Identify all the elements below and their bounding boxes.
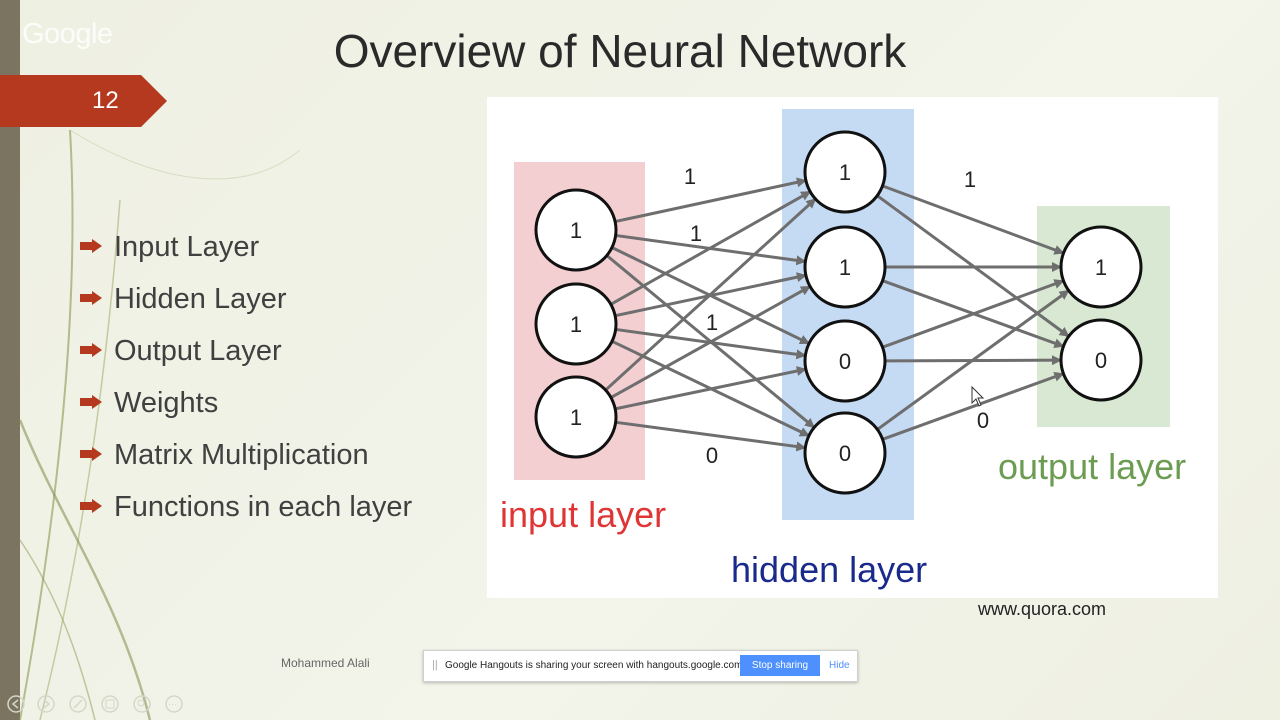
connection-arrow: [614, 366, 807, 411]
screen-share-bar: || Google Hangouts is sharing your scree…: [423, 650, 858, 682]
weight-label: 1: [690, 221, 702, 246]
bullet-text: Output Layer: [114, 335, 282, 367]
pen-icon[interactable]: [69, 695, 87, 713]
bullet-item: Functions in each layer: [80, 488, 460, 526]
connection-arrow: [881, 184, 1065, 255]
node-value: 1: [570, 218, 582, 243]
left-decor-strip: [0, 0, 20, 720]
slide-number: 12: [92, 87, 119, 114]
prev-slide-icon[interactable]: [7, 695, 25, 713]
author-footer: Mohammed Alali: [281, 656, 370, 670]
bullet-arrow-icon: [80, 343, 102, 357]
leaf-decoration: [18, 129, 300, 720]
google-logo: Google: [22, 18, 113, 50]
input-node: 1: [534, 282, 618, 366]
weight-label: 1: [706, 310, 718, 335]
node-value: 0: [839, 349, 851, 374]
input-node: 1: [534, 188, 618, 272]
connection-arrow: [604, 198, 817, 392]
node-value: 1: [839, 255, 851, 280]
more-options-icon[interactable]: ···: [165, 695, 183, 713]
mouse-cursor-icon: [971, 385, 985, 407]
connection-arrow: [610, 285, 811, 399]
hidden-node: 0: [803, 411, 887, 495]
bullet-arrow-icon: [80, 239, 102, 253]
bullet-item: Input Layer: [80, 228, 460, 266]
output-layer-label: output layer: [998, 446, 1186, 487]
slide-number-tab: 12: [0, 75, 167, 127]
bullet-text: Weights: [114, 387, 219, 419]
bullet-arrow-icon: [80, 499, 102, 513]
node-value: 0: [1095, 348, 1107, 373]
connection-arrow: [882, 372, 1065, 441]
next-slide-icon[interactable]: [37, 695, 55, 713]
connection-arrow: [615, 420, 807, 452]
bullet-item: Output Layer: [80, 332, 460, 370]
neural-network-diagram: 1 1 1 1 1 0 0 1 0 1 1 1 0 1 0 input layer hidden laye…: [487, 97, 1218, 598]
input-layer-label: input layer: [500, 494, 666, 535]
stop-sharing-button[interactable]: Stop sharing: [740, 655, 820, 676]
image-source: www.quora.com: [978, 599, 1107, 619]
node-value: 0: [839, 441, 851, 466]
weight-label: 0: [706, 443, 718, 468]
bullet-arrow-icon: [80, 291, 102, 305]
bullet-text: Matrix Multiplication: [114, 439, 369, 471]
slideshow-controls: ···: [7, 695, 183, 713]
hidden-layer-label: hidden layer: [731, 549, 927, 590]
connection-arrow: [610, 190, 812, 306]
hidden-node: 1: [803, 225, 887, 309]
connection-arrow: [876, 289, 1070, 431]
hide-link[interactable]: Hide: [829, 660, 850, 671]
hidden-node: 1: [803, 130, 887, 214]
connection-arrow: [614, 177, 807, 224]
bullet-arrow-icon: [80, 395, 102, 409]
share-message: Google Hangouts is sharing your screen w…: [445, 660, 746, 671]
bullet-arrow-icon: [80, 447, 102, 461]
bullet-text: Input Layer: [114, 231, 260, 263]
slides-grid-icon[interactable]: [101, 695, 119, 713]
bullet-item: Weights: [80, 384, 460, 422]
hidden-node: 0: [803, 319, 887, 403]
node-value: 1: [570, 312, 582, 337]
connection-arrow: [882, 279, 1065, 349]
svg-text:···: ···: [168, 699, 177, 709]
output-node: 0: [1059, 318, 1143, 402]
slide-title: Overview of Neural Network: [333, 25, 907, 77]
node-value: 1: [570, 405, 582, 430]
weight-label: 0: [977, 408, 989, 433]
node-value: 1: [839, 160, 851, 185]
bullet-text: Hidden Layer: [114, 283, 287, 315]
input-node: 1: [534, 375, 618, 459]
weight-label: 1: [684, 164, 696, 189]
drag-handle-icon[interactable]: ||: [432, 659, 438, 671]
bullet-item: Hidden Layer: [80, 280, 460, 318]
bullet-item: Matrix Multiplication: [80, 436, 460, 474]
node-value: 1: [1095, 255, 1107, 280]
bullet-text: Functions in each layer: [114, 491, 413, 523]
weight-label: 1: [964, 167, 976, 192]
zoom-icon[interactable]: [133, 695, 151, 713]
output-node: 1: [1059, 225, 1143, 309]
